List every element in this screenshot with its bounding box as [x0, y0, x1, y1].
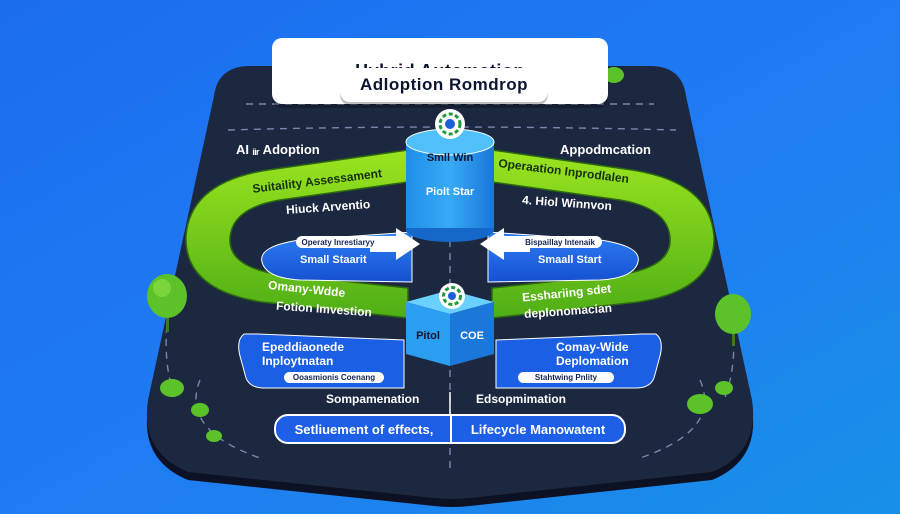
cube-right-text: COE — [460, 330, 484, 342]
ribbon-right-pill: Smaall Start — [538, 254, 602, 266]
subtitle-card: Adloption Romdrop — [340, 68, 548, 102]
cylinder-body-text: Piolt Star — [425, 186, 475, 198]
ribbon-right-tag: Bispaillay Intenaik — [518, 236, 602, 248]
slab-right-tag: Stahtwing Pnlity — [518, 372, 614, 383]
ribbon-left-tag: Operaty Inrestiaryy — [296, 236, 380, 248]
arrow-right — [370, 228, 420, 260]
tree-right — [715, 294, 751, 346]
row-mid-right: Edsopmimation — [476, 392, 567, 406]
ribbon-left — [185, 149, 409, 319]
cube-left-text: Pitol — [416, 330, 440, 342]
slab-left-line-1: Epeddiaonede — [262, 340, 345, 354]
gear-emblem-bottom — [439, 283, 465, 309]
row-mid-left: Sompamenation — [326, 392, 420, 406]
gear-emblem-top — [435, 109, 465, 139]
label-ai-adoption: AI ᵢᵢᵣ Adoption — [236, 142, 320, 157]
shrubs — [160, 67, 733, 442]
slab-right-line-1: Comay-Wide — [556, 340, 629, 354]
ribbon-left-pill: Small Staarit — [300, 254, 367, 266]
slab-left-line-2: Inploytnatan — [262, 354, 334, 368]
tree-left — [147, 274, 187, 332]
slab-right-line-2: Deplomation — [556, 354, 629, 368]
center-cylinder — [405, 128, 495, 242]
cylinder-top-text: Smll Win — [426, 152, 474, 164]
title-line-2: Adloption Romdrop — [359, 75, 529, 94]
label-appodmcation: Appodmcation — [560, 142, 651, 157]
bottom-right-button: Lifecycle Manowatent — [450, 414, 626, 444]
slab-left-tag: Ooasmionis Coenang — [284, 372, 384, 383]
ribbon-right — [491, 149, 715, 319]
bottom-left-button: Setliuement of effects, — [274, 414, 454, 444]
arrow-left — [480, 228, 530, 260]
